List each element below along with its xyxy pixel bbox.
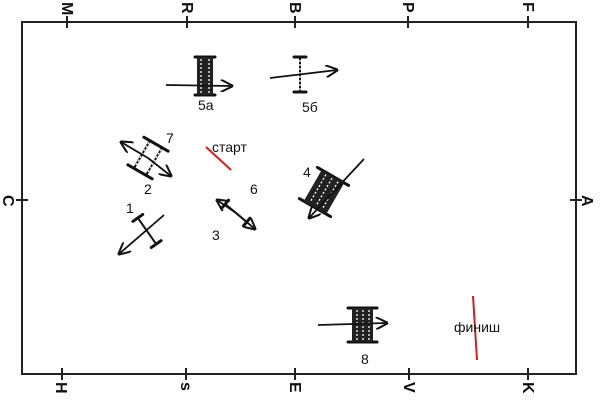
letter-bottom-e: E <box>286 382 303 393</box>
obstacle-label-4: 4 <box>303 164 311 180</box>
obstacle-label-5a: 5а <box>198 97 214 113</box>
letter-bottom-v: V <box>400 382 417 393</box>
letter-top-b: B <box>286 2 303 14</box>
start-label: старт <box>212 139 248 155</box>
obstacle-label-3: 3 <box>212 227 220 243</box>
arrow-3 <box>235 212 255 229</box>
letter-top-m: M <box>58 2 75 15</box>
obstacle-label-1: 1 <box>126 200 134 216</box>
obstacle-label-6: 6 <box>250 181 258 197</box>
arena-ticks <box>16 16 582 380</box>
arena-border <box>21 21 577 375</box>
obstacle-label-2: 2 <box>144 181 152 197</box>
finish-label: финиш <box>454 319 500 335</box>
arrow-2 <box>147 157 171 176</box>
obstacle-label-7: 7 <box>166 130 174 146</box>
obstacle-7-2 <box>126 135 170 181</box>
letter-bottom-s: s <box>177 382 194 391</box>
letter-top-p: P <box>399 2 416 13</box>
letter-bottom-h: H <box>52 382 69 394</box>
letter-top-f: F <box>519 2 536 12</box>
letter-bottom-k: K <box>519 382 536 394</box>
obstacle-5b <box>269 55 337 94</box>
obstacle-1 <box>131 212 163 250</box>
obstacle-8 <box>317 306 387 344</box>
arrow-4 <box>309 158 365 218</box>
letter-top-r: R <box>178 2 195 14</box>
arrow-7 <box>121 142 149 159</box>
arrow-6 <box>217 200 237 214</box>
obstacle-label-8: 8 <box>361 351 369 367</box>
arrow-1 <box>119 214 165 254</box>
letter-right-a: A <box>578 195 595 207</box>
finish-line <box>472 295 478 361</box>
letter-left-c: C <box>0 195 16 207</box>
obstacle-5a <box>165 55 232 97</box>
start-line <box>205 146 232 171</box>
obstacle-label-5b: 5б <box>302 99 318 115</box>
